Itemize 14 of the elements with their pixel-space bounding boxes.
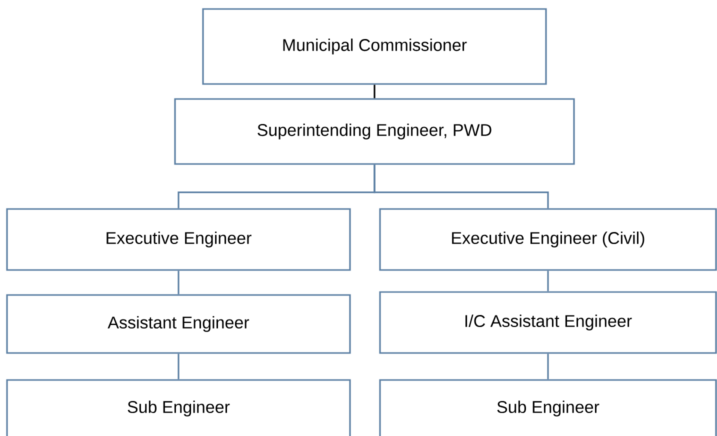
- org-box: Municipal Commissioner: [202, 8, 547, 85]
- connector-line: [547, 270, 549, 292]
- connector-line: [547, 354, 549, 380]
- connector-line: [374, 164, 549, 208]
- connector-line: [178, 270, 180, 294]
- connector-line: [178, 354, 180, 380]
- org-box: Executive Engineer: [6, 208, 351, 271]
- org-box: Assistant Engineer: [6, 294, 351, 354]
- org-box: Sub Engineer: [6, 379, 351, 436]
- connector-line: [374, 84, 376, 98]
- org-box: Executive Engineer (Civil): [379, 208, 717, 271]
- org-box: Sub Engineer: [379, 379, 717, 436]
- org-box: I/C Assistant Engineer: [379, 291, 717, 354]
- org-box: Superintending Engineer, PWD: [174, 98, 575, 165]
